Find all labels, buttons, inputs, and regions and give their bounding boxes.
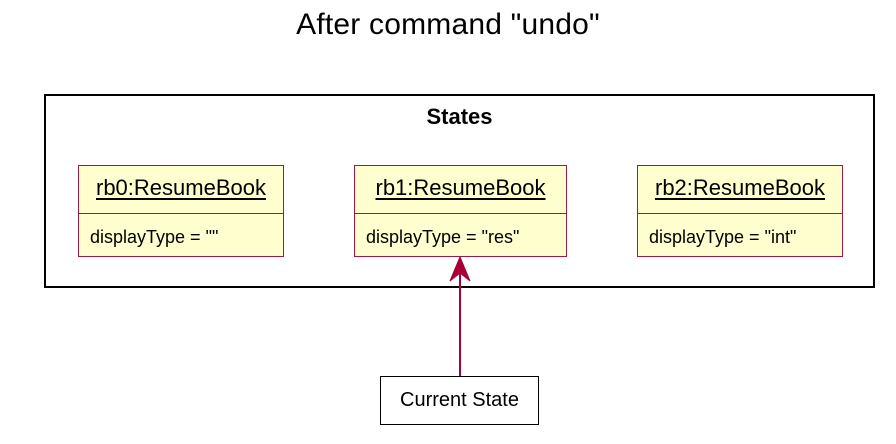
current-state-box: Current State xyxy=(380,376,539,425)
object-rb1: rb1:ResumeBook displayType = "res" xyxy=(354,165,567,257)
object-name: rb1:ResumeBook xyxy=(375,175,546,200)
object-name: rb0:ResumeBook xyxy=(96,175,266,200)
states-label: States xyxy=(426,104,493,129)
object-rb2: rb2:ResumeBook displayType = "int" xyxy=(637,165,843,257)
object-attribute: displayType = "int" xyxy=(649,227,797,247)
object-rb0: rb0:ResumeBook displayType = "" xyxy=(78,165,284,257)
object-name: rb2:ResumeBook xyxy=(655,175,825,200)
object-attribute: displayType = "" xyxy=(90,227,219,247)
diagram-title: After command "undo" xyxy=(296,8,600,41)
object-attribute: displayType = "res" xyxy=(366,227,520,247)
